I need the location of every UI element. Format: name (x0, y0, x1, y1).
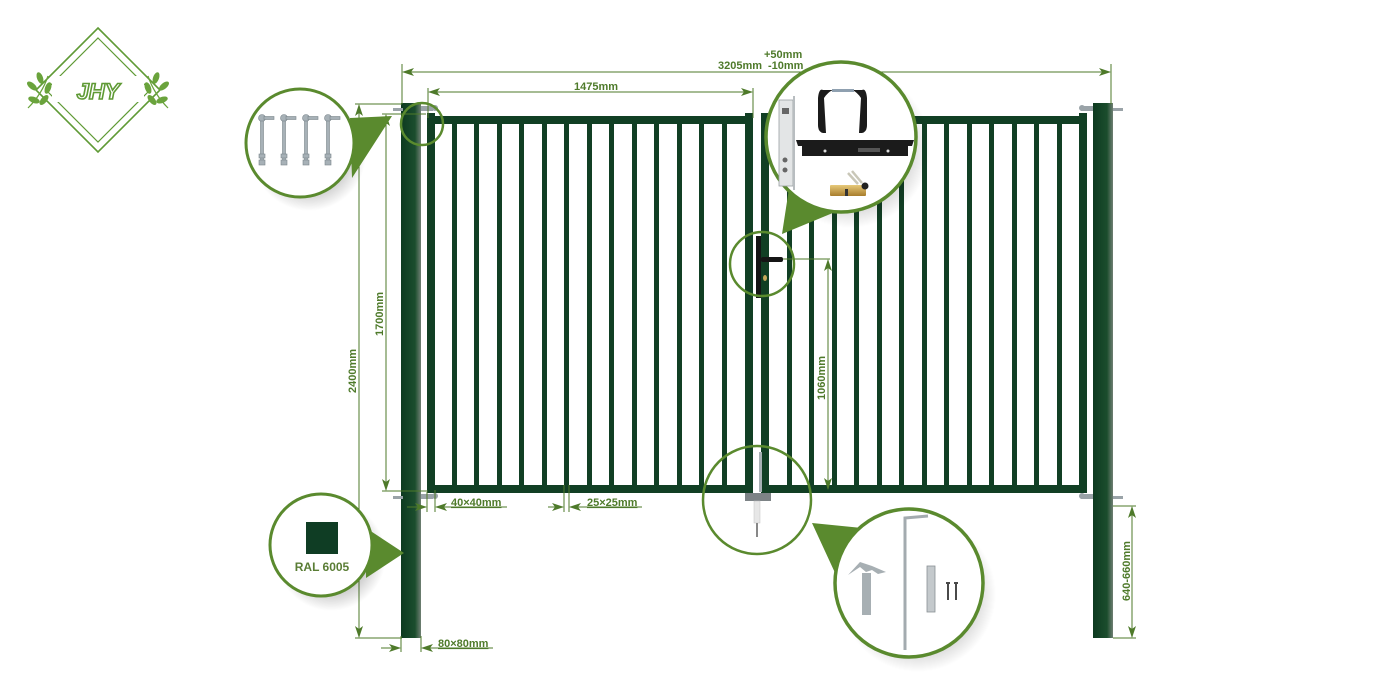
overall-width-label: 3205mm (718, 60, 762, 72)
escutcheon-plate-icon (796, 140, 914, 156)
left-leaf (427, 113, 753, 493)
bar-profile-label: 25×25mm (587, 497, 638, 509)
post-profile-label: 80×80mm (438, 638, 489, 650)
right-post (1093, 103, 1113, 638)
left-post (401, 103, 421, 638)
post-height-label: 2400mm (347, 349, 359, 393)
post-embed-label: 640-660mm (1121, 541, 1133, 601)
brand-logo: JHY (27, 26, 169, 154)
leaf-width-label: 1475mm (574, 81, 618, 93)
drop-bolt-icon (745, 452, 771, 537)
dimension-labels: +50mm 3205mm -10mm 1475mm 2400mm 1700mm … (347, 49, 1133, 650)
gate-height-label: 1700mm (374, 292, 386, 336)
logo-text: JHY (77, 79, 122, 104)
handle-height-label: 1060mm (816, 356, 828, 400)
laurel-right-icon (144, 72, 169, 109)
drop-bolt-rod-icon (903, 514, 929, 650)
hinge-bolt-icon (258, 114, 341, 166)
cylinder-keys-icon (830, 170, 869, 196)
gate (393, 103, 1123, 638)
frame-profile-label: 40×40mm (451, 497, 502, 509)
drop-bolt-callout (701, 444, 996, 672)
lock-callout (728, 60, 930, 298)
overall-tolerance-plus: +50mm (764, 49, 802, 61)
ral-label: RAL 6005 (295, 560, 350, 574)
gate-handle-icon (756, 236, 783, 298)
hinge-callout (244, 87, 445, 211)
lever-handles-icon (818, 89, 867, 133)
ground-stop-icon (848, 562, 886, 615)
overall-tolerance-minus: -10mm (768, 60, 804, 72)
ral-swatch (306, 522, 338, 554)
screws-icon (946, 582, 958, 600)
laurel-left-icon (27, 72, 52, 109)
mortise-lock-icon (778, 96, 795, 190)
color-callout: RAL 6005 (268, 492, 404, 611)
bolt-guide-icon (926, 565, 936, 613)
